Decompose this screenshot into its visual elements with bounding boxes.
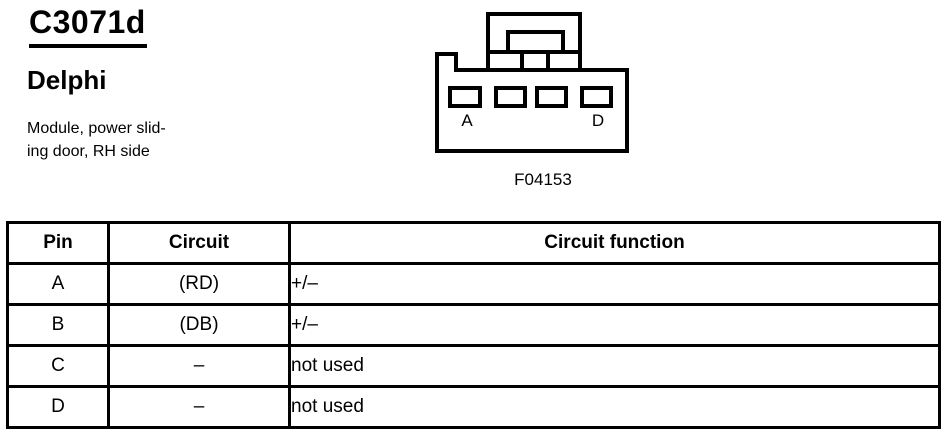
pin-cavity-d bbox=[580, 86, 613, 108]
table-row: B (DB) +/– bbox=[6, 303, 941, 347]
circuit-function-cell: not used bbox=[288, 344, 941, 388]
pin-cavity-b bbox=[494, 86, 527, 108]
circuit-function-cell: +/– bbox=[288, 303, 941, 347]
connector-latch-outer bbox=[486, 12, 582, 72]
column-header-pin: Pin bbox=[6, 221, 110, 265]
drawing-pin-label-first: A bbox=[461, 111, 473, 130]
connector-description: Module, power slid- ing door, RH side bbox=[27, 117, 166, 163]
circuit-cell: (RD) bbox=[107, 262, 291, 306]
pin-cell: C bbox=[6, 344, 110, 388]
connector-description-line2: ing door, RH side bbox=[27, 143, 150, 160]
circuit-cell: (DB) bbox=[107, 303, 291, 347]
circuit-function-cell: +/– bbox=[288, 262, 941, 306]
pin-cell: D bbox=[6, 385, 110, 429]
pin-cell: B bbox=[6, 303, 110, 347]
circuit-function-cell: not used bbox=[288, 385, 941, 429]
column-header-circuit-function: Circuit function bbox=[288, 221, 941, 265]
table-header-row: Pin Circuit Circuit function bbox=[6, 221, 941, 265]
connector-description-line1: Module, power slid- bbox=[27, 120, 166, 137]
manufacturer-name: Delphi bbox=[27, 65, 107, 95]
connector-id-title: C3071d bbox=[29, 6, 147, 48]
column-header-circuit: Circuit bbox=[107, 221, 291, 265]
connector-face-drawing bbox=[435, 12, 629, 153]
pin-cavity-a bbox=[448, 86, 482, 108]
circuit-cell: – bbox=[107, 344, 291, 388]
connector-latch-tongue bbox=[520, 52, 550, 70]
pin-cell: A bbox=[6, 262, 110, 306]
drawing-pin-label-last: D bbox=[591, 111, 605, 130]
table-row: C – not used bbox=[6, 344, 941, 388]
pin-cavity-c bbox=[535, 86, 568, 108]
figure-number: F04153 bbox=[514, 170, 572, 189]
connector-body-outline bbox=[435, 52, 629, 153]
connector-latch-inner bbox=[506, 30, 565, 54]
circuit-cell: – bbox=[107, 385, 291, 429]
table-row: D – not used bbox=[6, 385, 941, 429]
pinout-table: Pin Circuit Circuit function A (RD) +/– … bbox=[6, 221, 941, 429]
table-row: A (RD) +/– bbox=[6, 262, 941, 306]
